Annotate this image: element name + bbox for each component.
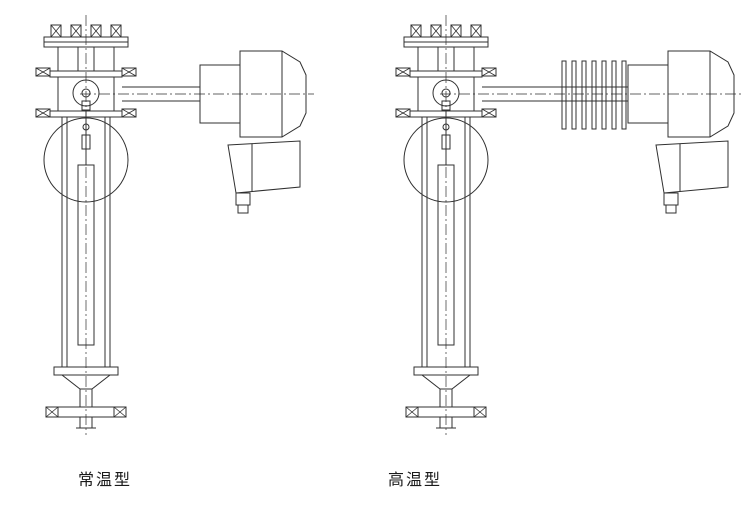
transmitter-head-drawing <box>199 50 307 214</box>
figure-high-temp <box>395 14 742 436</box>
vessel-drawing <box>395 14 497 436</box>
figure-label-high-temp: 高温型 <box>388 470 443 489</box>
figure-label-normal-temp: 常温型 <box>78 470 133 489</box>
figure-normal-temp <box>35 14 314 436</box>
vessel-drawing <box>35 14 137 436</box>
torque-arm <box>122 86 200 102</box>
transmitter-head-drawing <box>627 50 735 214</box>
torque-arm-extended <box>482 86 628 102</box>
cooling-fins <box>561 60 627 130</box>
